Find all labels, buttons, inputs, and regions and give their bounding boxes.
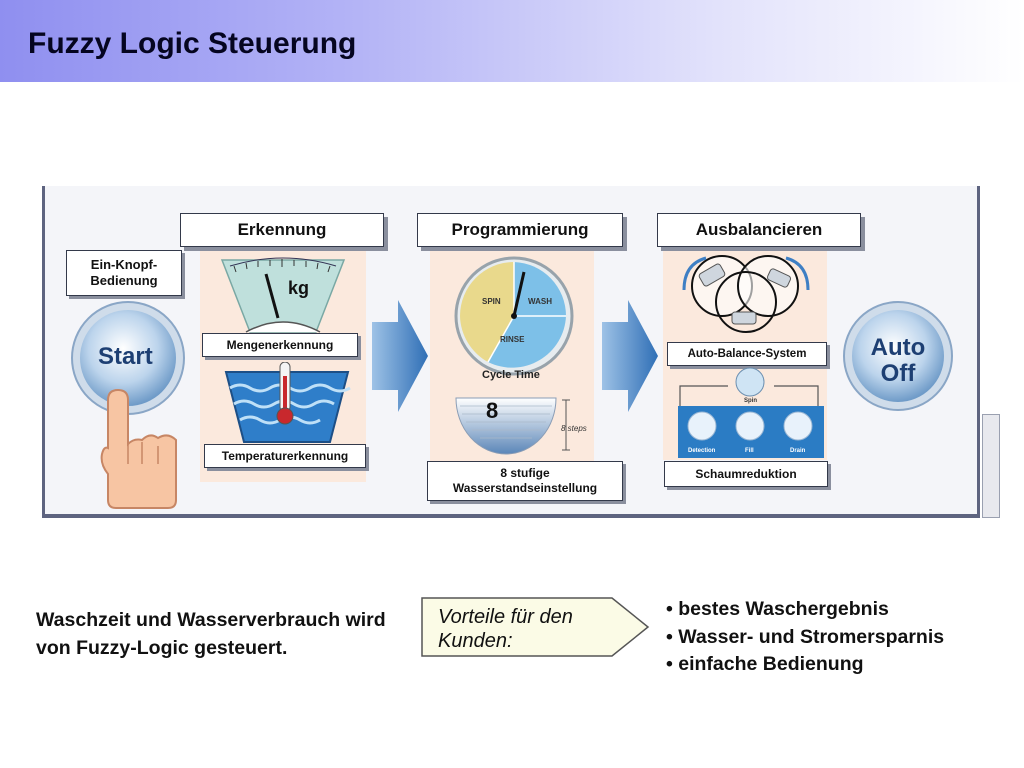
balance-circles-icon [682,255,810,333]
temperature-detection-label: Temperaturerkennung [204,444,366,468]
water-level-icon [455,397,570,455]
benefits-chevron [421,597,650,657]
one-button-label: Ein-Knopf-Bedienung [66,250,182,296]
arrow-right-icon [372,300,428,412]
scale-icon: kg [220,257,346,333]
benefits-list: • bestes Waschergebnis • Wasser- und Str… [666,596,944,679]
water-level-steps-value: 8 [486,398,499,423]
scale-unit: kg [288,278,309,298]
water-level-steps-small: 8 steps [561,424,587,433]
auto-off-button-graphic [843,301,953,411]
dial-wash-label: WASH [528,297,552,306]
water-tank-thermometer [224,362,351,443]
list-item: • einfache Bedienung [666,653,864,675]
amount-detection-label: Mengenerkennung [202,333,358,357]
auto-balance-label: Auto-Balance-System [667,342,827,366]
foam-drain-label: Drain [790,448,806,454]
auto-off-label: Auto Off [870,334,926,387]
list-item: • Wasser- und Stromersparnis [666,625,945,648]
benefits-title: Vorteile für den Kunden: [438,606,573,652]
start-label: Start [98,343,153,370]
foam-reduction-label: Schaumreduktion [664,461,828,487]
thermometer-icon [276,362,294,425]
page-title: Fuzzy Logic Steuerung [28,27,357,60]
foam-fill-label: Fill [745,448,754,454]
side-box [982,414,1000,518]
cycle-time-label: Cycle Time [482,369,540,381]
title-bar [0,0,1024,82]
cycle-dial-icon: SPIN WASH RINSE [454,256,574,376]
foam-reduction-icon: Spin Detection Fill Drain [678,367,824,458]
summary-text: Waschzeit und Wasserverbrauch wird von F… [36,609,386,659]
arrow-right-icon [602,300,658,412]
dial-spin-label: SPIN [482,297,501,306]
header-programming: Programmierung [417,213,623,247]
foam-detection-label: Detection [688,448,716,454]
dial-rinse-label: RINSE [500,335,525,344]
header-detection: Erkennung [180,213,384,247]
header-balancing: Ausbalancieren [657,213,861,247]
spin-small-label: Spin [744,398,757,404]
hand-icon [100,388,177,509]
start-button-graphic [71,301,185,509]
benefit-text: Wasser- und Stromersparnis [678,625,945,648]
water-level-label: 8 stufige Wasserstandseinstellung [427,461,623,501]
benefit-text: bestes Waschergebnis [678,598,889,620]
list-item: • bestes Waschergebnis [666,598,889,620]
benefit-text: einfache Bedienung [678,653,864,675]
